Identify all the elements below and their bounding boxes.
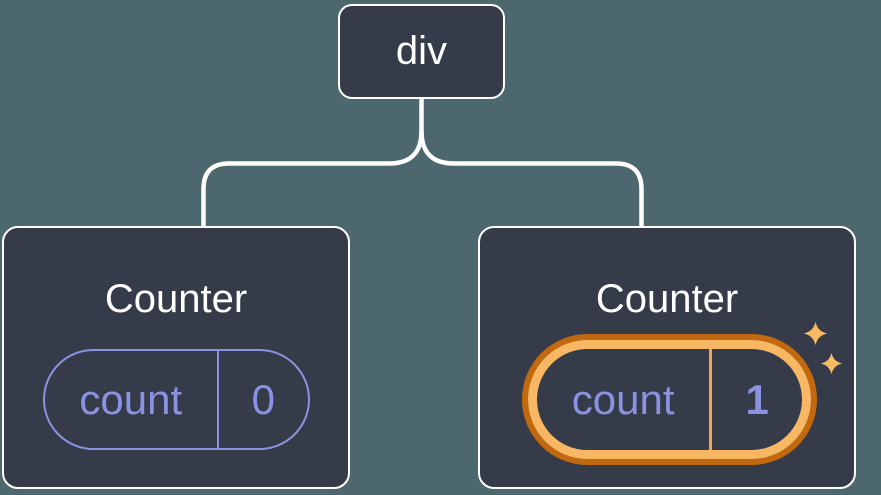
counter-card-left: Counter count 0 — [2, 226, 350, 489]
state-value: 1 — [745, 375, 769, 423]
state-pill-highlighted: count 1 — [528, 340, 811, 459]
root-node-label: div — [395, 29, 448, 73]
connector-left-branch — [201, 95, 424, 230]
state-pill: count 0 — [43, 349, 310, 450]
connector-right-branch — [419, 128, 644, 230]
state-value: 0 — [251, 375, 275, 423]
root-node: div — [338, 4, 505, 99]
counter-title: Counter — [595, 277, 739, 321]
counter-title: Counter — [104, 277, 248, 321]
state-key-label: count — [45, 351, 219, 448]
counter-card-right: Counter count 1 — [478, 226, 856, 489]
state-key-label: count — [537, 349, 713, 450]
